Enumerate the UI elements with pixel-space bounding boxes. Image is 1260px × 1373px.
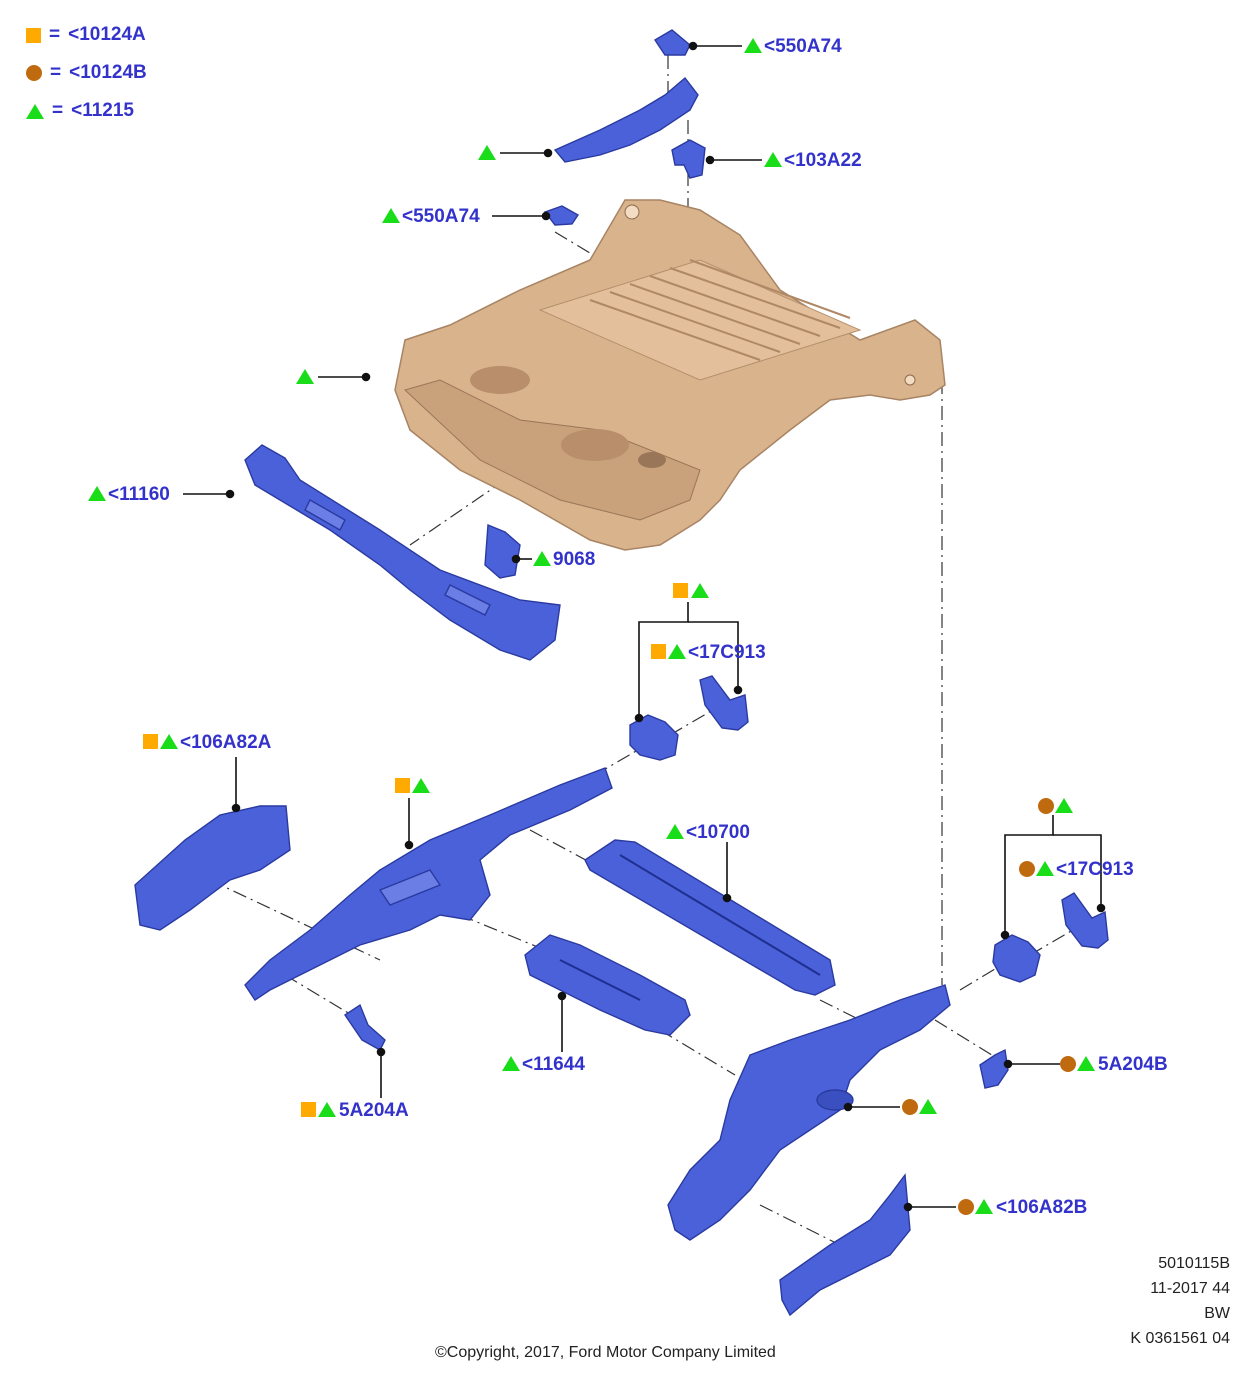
left-rear-bracket-a-part — [629, 714, 679, 761]
green-triangle-icon — [1055, 798, 1073, 813]
orange-square-icon — [301, 1102, 316, 1117]
drawing-date: 11-2017 44 — [1150, 1280, 1230, 1297]
green-triangle-icon — [296, 369, 314, 384]
legend-text: <10124A — [68, 24, 146, 45]
legend-row-2: = <10124B — [26, 62, 147, 84]
left-gusset-part — [344, 1003, 386, 1051]
orange-square-icon — [673, 583, 688, 598]
copyright-text: ©Copyright, 2017, Ford Motor Company Lim… — [435, 1344, 776, 1361]
legend-equals: = — [50, 62, 62, 83]
callout-small-bracket: 9068 — [553, 549, 596, 570]
legend-equals: = — [52, 100, 64, 121]
callout-upper-bracket: <103A22 — [784, 150, 862, 171]
green-triangle-icon — [668, 644, 686, 659]
legend-row-1: = <10124A — [26, 24, 146, 46]
green-triangle-icon — [691, 583, 709, 598]
callout-left-extension: <106A82A — [180, 732, 272, 753]
leader-lines — [183, 41, 1106, 1212]
drawing-author: BW — [1204, 1305, 1230, 1322]
legend-row-3: = <11215 — [26, 100, 134, 122]
callout-left-rear-bracket: <17C913 — [688, 642, 766, 663]
floor-pan — [394, 199, 946, 551]
brown-circle-icon — [958, 1199, 974, 1215]
right-extension-part — [779, 1173, 911, 1317]
left-rear-bracket-b-part — [699, 675, 749, 731]
orange-square-icon — [26, 27, 41, 43]
green-triangle-icon — [764, 152, 782, 167]
callout-center-crossmember: <11644 — [522, 1054, 585, 1075]
callout-left-bracket: <550A74 — [402, 206, 480, 227]
callout-front-crossmember: <11160 — [108, 484, 170, 505]
green-triangle-icon — [382, 208, 400, 223]
orange-square-icon — [143, 734, 158, 749]
orange-square-icon — [651, 644, 666, 659]
green-triangle-icon — [975, 1199, 993, 1214]
left-side-rail-part — [244, 767, 613, 1001]
drawing-reference: K 0361561 04 — [1130, 1330, 1230, 1347]
upper-small-bracket-part — [671, 139, 706, 179]
green-triangle-icon — [1077, 1056, 1095, 1071]
green-triangle-icon — [88, 486, 106, 501]
brown-circle-icon — [1019, 861, 1035, 877]
orange-square-icon — [395, 778, 410, 793]
brown-circle-icon — [902, 1099, 918, 1115]
callout-left-gusset: 5A204A — [339, 1100, 409, 1121]
green-triangle-icon — [533, 551, 551, 566]
green-triangle-icon — [26, 103, 44, 119]
green-triangle-icon — [1036, 861, 1054, 876]
brown-circle-icon — [26, 65, 42, 81]
brown-circle-icon — [1060, 1056, 1076, 1072]
blue-parts — [134, 29, 1109, 1317]
callout-center-rail: <10700 — [686, 822, 750, 843]
right-gusset-part — [979, 1048, 1009, 1089]
green-triangle-icon — [478, 145, 496, 160]
front-crossmember-part — [244, 444, 561, 661]
small-bracket-9068-part — [484, 523, 521, 579]
legend-text: <10124B — [69, 62, 147, 83]
upper-reinforcement-part — [553, 76, 699, 163]
left-extension-part — [134, 805, 291, 931]
green-triangle-icon — [160, 734, 178, 749]
left-small-bracket-part — [543, 205, 580, 226]
brown-circle-icon — [1038, 798, 1054, 814]
green-triangle-icon — [412, 778, 430, 793]
callout-top-bracket: <550A74 — [764, 36, 842, 57]
legend-equals: = — [49, 24, 61, 45]
callout-right-gusset: 5A204B — [1098, 1054, 1168, 1075]
green-triangle-icon — [502, 1056, 520, 1071]
right-side-rail-part — [667, 984, 951, 1241]
legend-text: <11215 — [71, 100, 134, 121]
right-rear-bracket-a-part — [992, 934, 1041, 983]
green-triangle-icon — [666, 824, 684, 839]
green-triangle-icon — [318, 1102, 336, 1117]
callout-right-extension: <106A82B — [996, 1197, 1088, 1218]
center-rail-part — [584, 839, 836, 996]
green-triangle-icon — [919, 1099, 937, 1114]
center-crossmember-part — [524, 934, 691, 1036]
callout-right-rear-bracket: <17C913 — [1056, 859, 1134, 880]
top-bracket-part — [654, 29, 691, 56]
green-triangle-icon — [744, 38, 762, 53]
right-rear-bracket-b-part — [1061, 892, 1109, 949]
drawing-code: 5010115B — [1158, 1255, 1230, 1272]
